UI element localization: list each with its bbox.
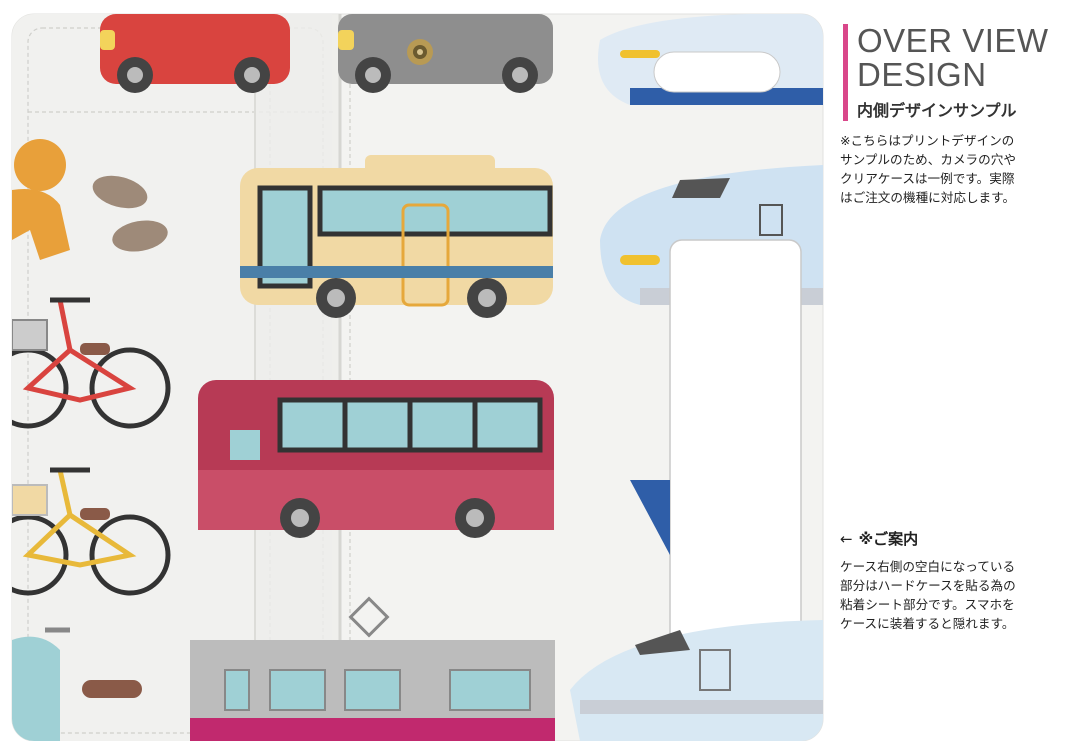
guide-title: ← ※ご案内: [840, 530, 1075, 549]
note-line: ※こちらはプリントデザインの: [840, 133, 1015, 148]
yellow-bicycle: [12, 467, 171, 596]
left-arrow-icon: ←: [840, 530, 853, 548]
guide-section: ← ※ご案内 ケース右側の空白になっている 部分はハードケースを貼る為の 粘着シー…: [840, 530, 1075, 633]
heading-line-2: DESIGN: [857, 56, 987, 93]
note-line: サンプルのため、カメラの穴や: [840, 152, 1016, 167]
pantograph: [348, 596, 390, 638]
guide-line: 粘着シート部分です。スマホを: [840, 597, 1015, 612]
heading-line-1: OVER VIEW: [857, 22, 1049, 59]
camera-hole: [653, 51, 781, 93]
heading-subtitle: 内側デザインサンプル: [857, 101, 1017, 120]
adhesive-sticker-area: [669, 239, 802, 656]
red-car: [100, 14, 290, 93]
scooter: [12, 627, 142, 741]
guide-line: 部分はハードケースを貼る為の: [840, 578, 1016, 593]
shinkansen-bottom: [570, 620, 823, 741]
case-illustration: [11, 13, 824, 741]
overview-heading: OVER VIEW DESIGN 内側デザインサンプル: [843, 24, 1080, 121]
beige-bus: [240, 155, 553, 318]
design-note: ※こちらはプリントデザインの サンプルのため、カメラの穴や クリアケースは一例で…: [840, 131, 1075, 207]
guide-title-text: ※ご案内: [858, 530, 919, 548]
footprints: [92, 175, 168, 252]
red-bicycle: [12, 297, 171, 429]
grey-car: [338, 14, 553, 93]
guide-line: ケースに装着すると隠れます。: [840, 616, 1015, 631]
note-line: はご注文の機種に対応します。: [840, 190, 1016, 205]
snap-button-top: [407, 39, 433, 65]
child-figure: [12, 139, 70, 260]
commuter-train: [190, 640, 555, 741]
strap-band: [255, 14, 340, 741]
note-line: クリアケースは一例です。実際: [840, 171, 1015, 186]
blue-tail-shape: [630, 480, 670, 555]
maroon-bus: [198, 380, 554, 538]
guide-line: ケース右側の空白になっている: [840, 559, 1016, 574]
